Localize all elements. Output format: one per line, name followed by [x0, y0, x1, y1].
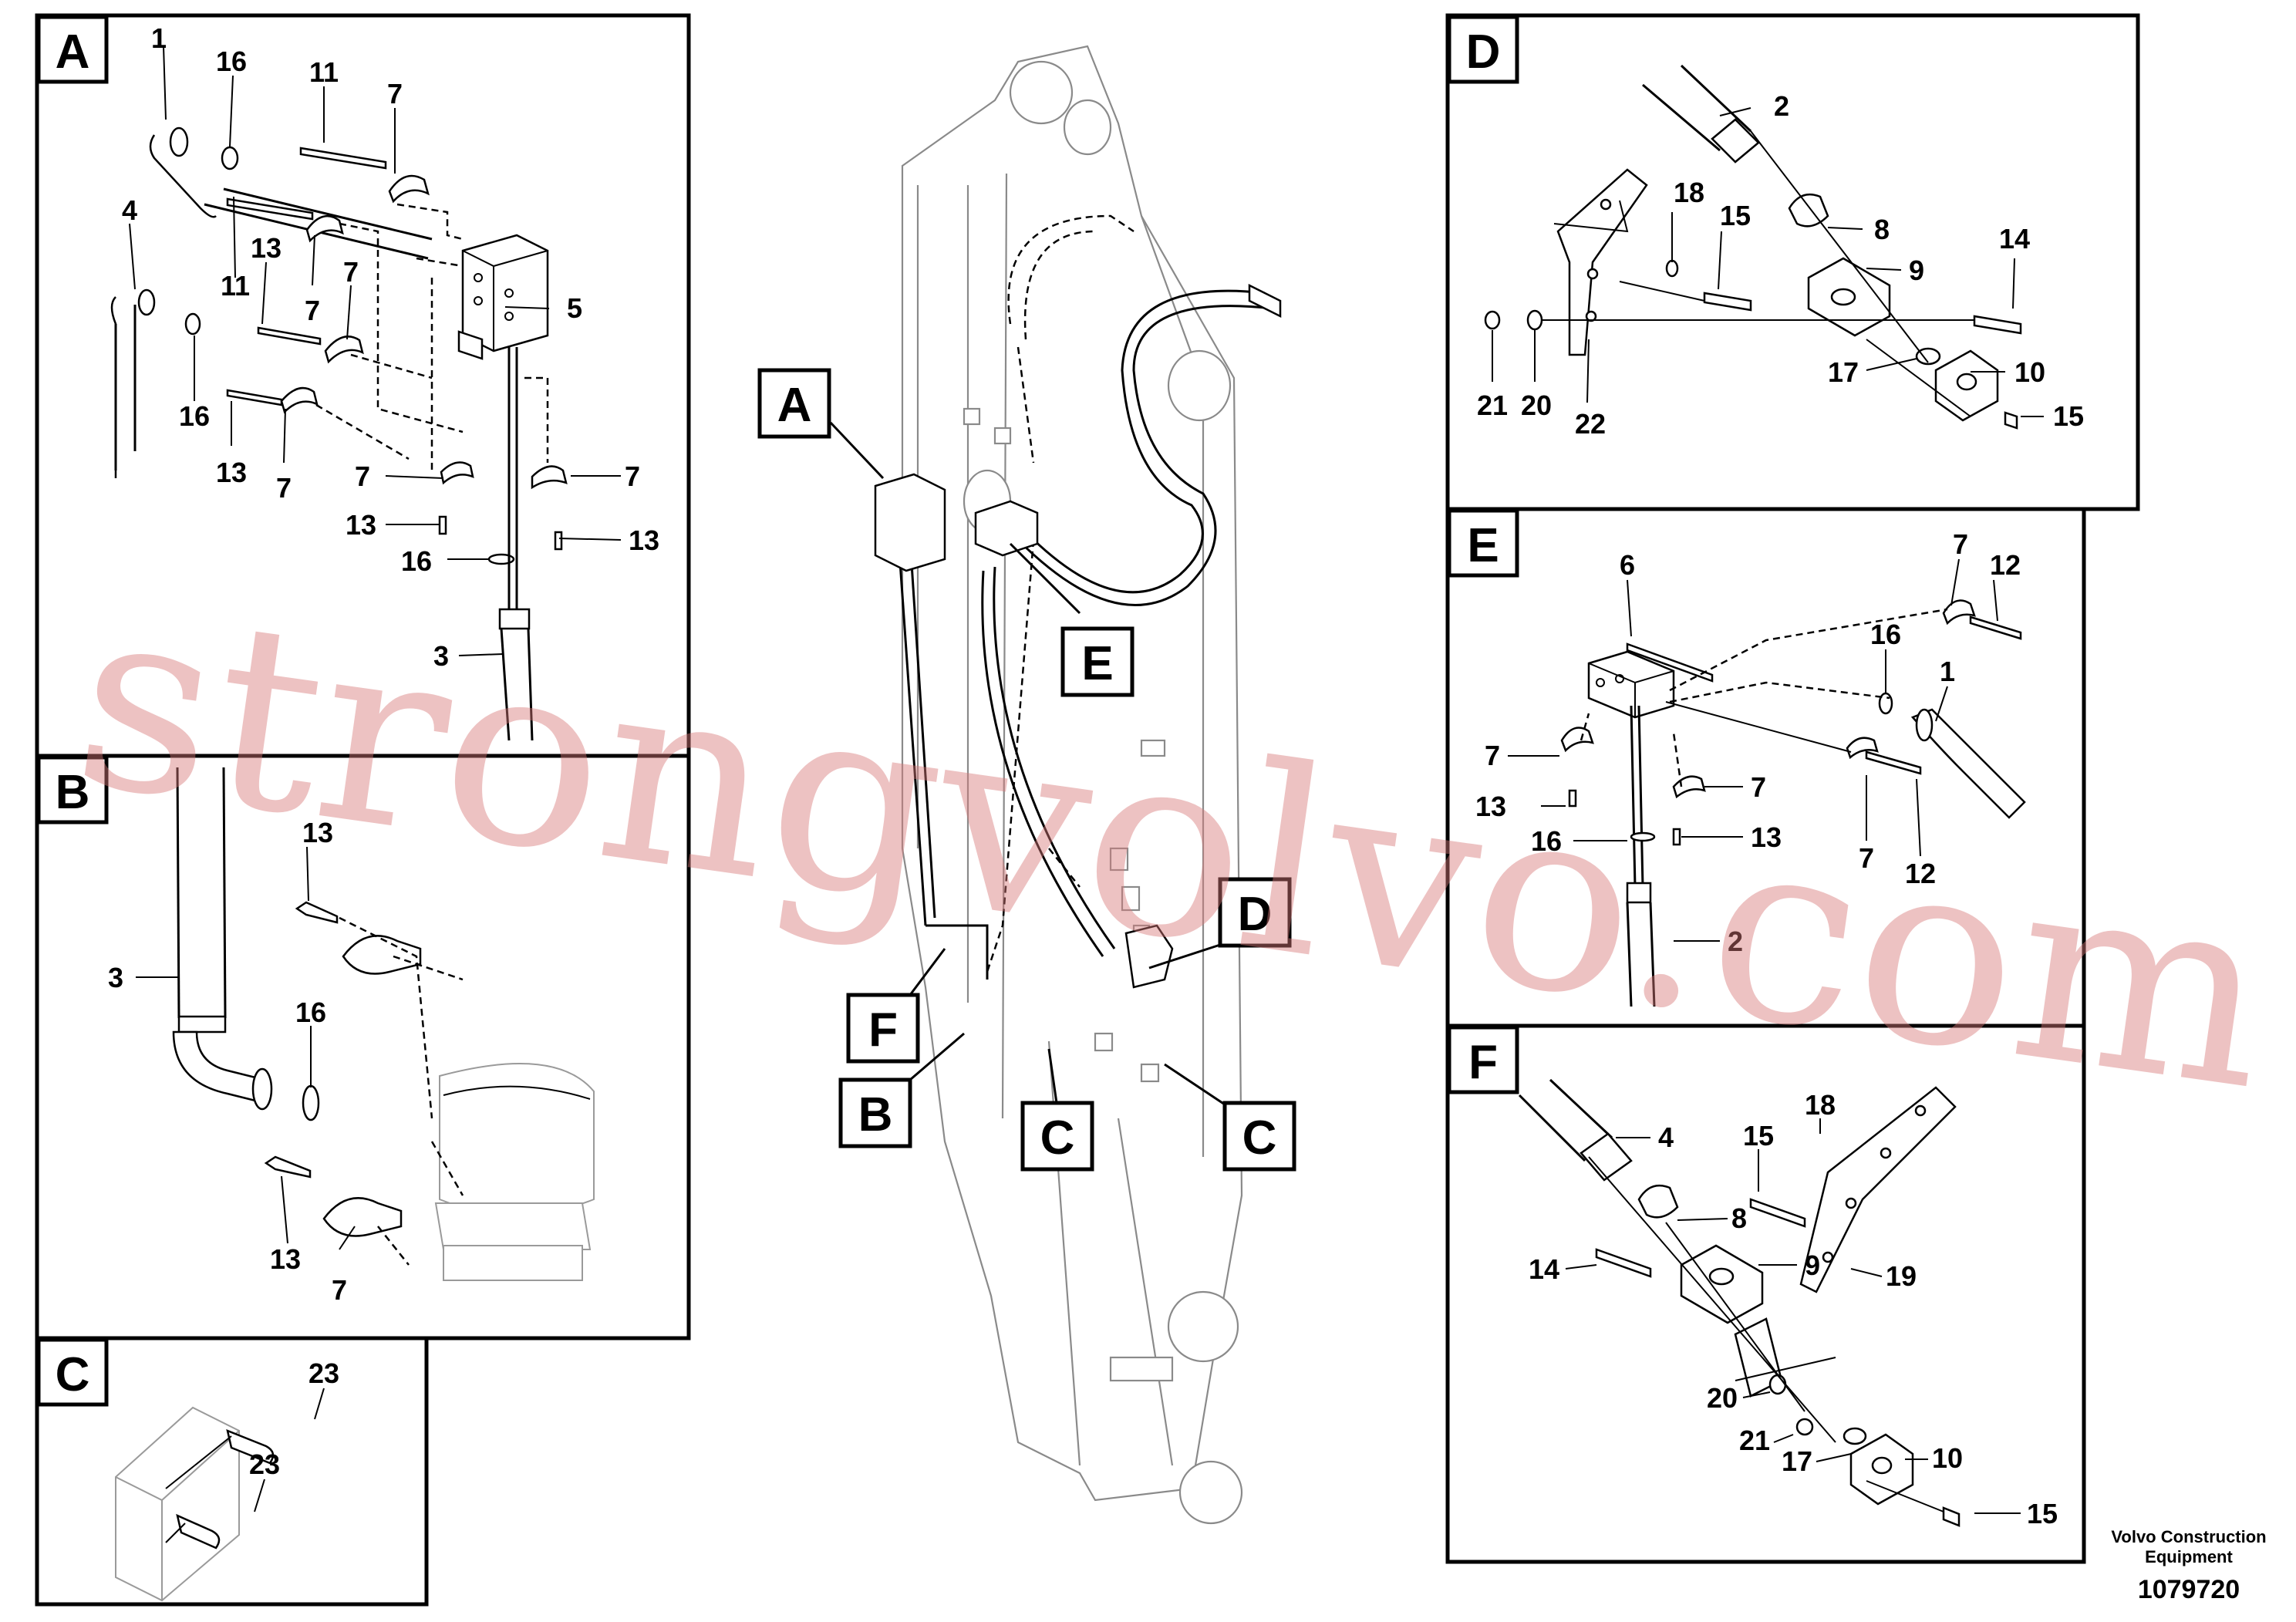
label-c-23: 23: [308, 1357, 339, 1389]
label-c-23b: 23: [249, 1448, 280, 1480]
overview-tag-a: A: [777, 379, 812, 432]
label-e-13b: 13: [1751, 821, 1782, 853]
boom-overview: A E D F B C C: [757, 45, 1296, 1525]
label-a-16b: 16: [179, 400, 210, 432]
label-f-4: 4: [1658, 1121, 1674, 1153]
credit-line-1: Volvo Construction: [2111, 1527, 2266, 1546]
label-a-1: 1: [151, 22, 167, 54]
label-e-12b: 12: [1905, 858, 1936, 889]
label-f-18: 18: [1805, 1089, 1836, 1121]
label-f-20: 20: [1707, 1382, 1738, 1414]
label-a-16c: 16: [401, 545, 432, 577]
label-b-3: 3: [108, 962, 123, 993]
panel-e-tag: E: [1467, 519, 1499, 572]
panel-a-tag: A: [56, 25, 90, 79]
label-f-14: 14: [1529, 1253, 1559, 1285]
label-f-19: 19: [1886, 1260, 1917, 1292]
label-a-7d: 7: [276, 472, 292, 504]
panel-f-tag: F: [1468, 1036, 1498, 1089]
overview-tag-c: C: [1040, 1111, 1075, 1165]
label-d-20: 20: [1521, 389, 1552, 421]
label-a-16: 16: [216, 46, 247, 77]
panel-e: E 6: [1445, 507, 2086, 1028]
label-a-7e: 7: [355, 460, 370, 492]
panel-d: D 2 18 15 8 9 14: [1445, 13, 2140, 511]
panel-c-tag: C: [56, 1348, 90, 1401]
label-a-11: 11: [309, 56, 339, 88]
label-f-17: 17: [1782, 1445, 1812, 1477]
label-d-18: 18: [1674, 177, 1704, 208]
label-e-7: 7: [1953, 528, 1968, 560]
overview-tag-b: B: [858, 1088, 893, 1141]
label-a-13: 13: [251, 232, 282, 264]
label-d-2: 2: [1774, 90, 1789, 122]
label-e-13: 13: [1475, 791, 1506, 822]
label-a-11b: 11: [221, 270, 250, 302]
label-e-16: 16: [1870, 619, 1901, 650]
label-e-7c: 7: [1751, 771, 1766, 803]
label-a-7: 7: [387, 78, 403, 110]
label-e-2: 2: [1728, 926, 1743, 957]
label-d-17: 17: [1828, 356, 1859, 388]
label-d-15b: 15: [2053, 400, 2084, 432]
label-a-4: 4: [122, 194, 137, 226]
label-a-7c: 7: [343, 256, 359, 288]
label-d-14: 14: [1999, 223, 2030, 255]
label-a-7f: 7: [625, 460, 640, 492]
label-f-10: 10: [1932, 1442, 1963, 1474]
label-d-9: 9: [1909, 255, 1924, 286]
label-d-22: 22: [1575, 408, 1606, 440]
label-e-6: 6: [1620, 549, 1635, 581]
label-e-1: 1: [1940, 656, 1955, 687]
label-b-16: 16: [295, 996, 326, 1028]
panel-f: F 4 15 18: [1445, 1023, 2086, 1564]
label-a-13b: 13: [216, 457, 247, 488]
overview-tag-e: E: [1081, 637, 1113, 690]
overview-tag-d: D: [1238, 888, 1273, 941]
label-f-21: 21: [1739, 1425, 1770, 1456]
label-b-13: 13: [302, 817, 333, 848]
label-d-21: 21: [1477, 389, 1508, 421]
panel-b-tag: B: [56, 766, 90, 819]
doc-number: 1079720: [2138, 1575, 2240, 1604]
label-a-5: 5: [567, 292, 582, 324]
label-a-7b: 7: [305, 295, 320, 326]
label-e-7b: 7: [1485, 740, 1500, 771]
label-a-13d: 13: [629, 524, 659, 556]
label-f-15: 15: [1743, 1120, 1774, 1152]
watermark: strongvolvo.com: [61, 546, 2287, 1146]
label-d-10: 10: [2014, 356, 2045, 388]
label-b-13b: 13: [270, 1243, 301, 1275]
label-d-8: 8: [1874, 214, 1890, 245]
panel-a: A: [35, 13, 691, 758]
label-a-13c: 13: [346, 509, 376, 541]
overview-tag-c2: C: [1242, 1111, 1277, 1165]
label-f-8: 8: [1731, 1202, 1747, 1234]
panel-d-tag: D: [1466, 25, 1501, 79]
panel-c: C 23 23: [35, 1336, 429, 1607]
label-e-7d: 7: [1859, 842, 1874, 874]
overview-tag-f: F: [868, 1003, 898, 1057]
label-f-9: 9: [1805, 1249, 1820, 1281]
panel-b: B 13 3 16 13 7: [35, 754, 691, 1340]
label-b-7: 7: [332, 1274, 347, 1306]
credit-line-2: Equipment: [2145, 1547, 2233, 1566]
label-e-16b: 16: [1531, 825, 1562, 857]
label-e-12: 12: [1990, 549, 2021, 581]
label-f-15b: 15: [2027, 1498, 2058, 1529]
label-d-15: 15: [1720, 200, 1751, 231]
label-a-3: 3: [433, 640, 449, 672]
